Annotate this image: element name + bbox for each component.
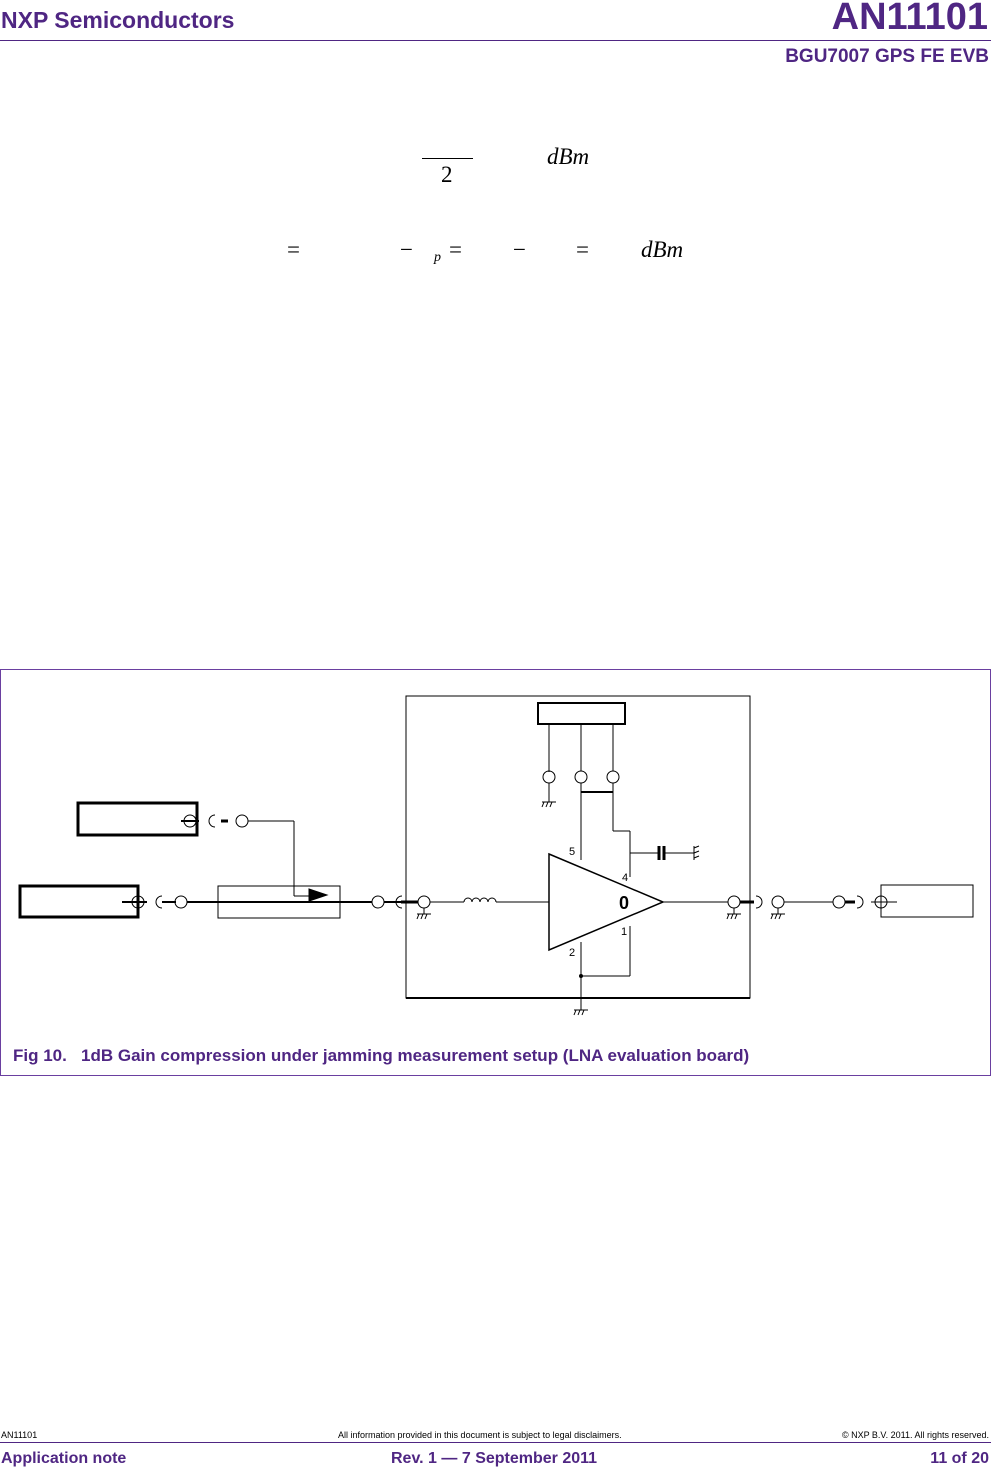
footer-revision: Rev. 1 — 7 September 2011 — [391, 1450, 598, 1467]
company-name: NXP Semiconductors — [1, 7, 235, 33]
equals-sign: = — [449, 237, 462, 262]
figure-caption: Fig 10. 1dB Gain compression under jammi… — [13, 1046, 750, 1065]
footer-divider — [0, 1442, 991, 1443]
power-supply-box — [537, 702, 626, 725]
spectrum-analyzer-box — [880, 884, 974, 918]
footer-disclaimer: All information provided in this documen… — [338, 1430, 622, 1440]
header-divider — [0, 40, 991, 41]
footer-copyright: © NXP B.V. 2011. All rights reserved. — [841, 1430, 989, 1440]
subscript-p: p — [434, 250, 441, 265]
pin-label-1: 1 — [621, 926, 627, 938]
connector-icon — [181, 814, 329, 902]
pin-label-5: 5 — [569, 846, 575, 858]
signal-path — [122, 895, 897, 909]
fraction-denominator: 2 — [441, 162, 453, 187]
document-id: AN11101 — [831, 0, 988, 38]
pin-label-4: 4 — [622, 872, 628, 884]
minus-sign: − — [513, 237, 526, 262]
equals-sign: = — [576, 237, 589, 262]
equals-sign: = — [287, 237, 300, 262]
amplifier-icon — [548, 852, 665, 952]
footer-doc-type: Application note — [1, 1450, 127, 1467]
unit-label: dBm — [641, 237, 684, 262]
minus-sign: − — [400, 237, 413, 262]
document-subtitle: BGU7007 GPS FE EVB — [785, 46, 989, 67]
pin-label-2: 2 — [569, 947, 575, 959]
jammer-generator-box — [76, 801, 199, 837]
evaluation-board-outline — [405, 695, 751, 999]
signal-generator-box — [18, 884, 140, 919]
footer-page-number: 11 of 20 — [930, 1450, 989, 1467]
supply-wiring — [542, 724, 694, 1010]
amplifier-label: 0 — [619, 893, 629, 913]
ground-icon — [416, 783, 785, 1016]
unit-label: dBm — [547, 144, 590, 169]
footer-doc-id: AN11101 — [1, 1430, 38, 1440]
figure-10: 5 4 1 2 0 Fig 10. 1dB Gain compression u… — [0, 669, 991, 1076]
measurement-setup-diagram: 5 4 1 2 0 — [18, 695, 974, 1016]
fraction-bar — [422, 158, 473, 159]
